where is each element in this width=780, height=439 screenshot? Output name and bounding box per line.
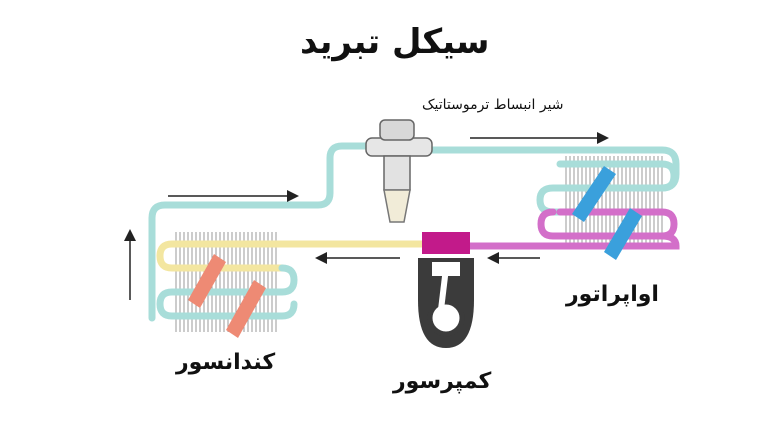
evaporator-airflow-arrows xyxy=(572,166,642,260)
piston-compressor-icon xyxy=(418,232,474,348)
diagram-title: سیکل تبرید xyxy=(300,22,490,62)
condenser-label: کندانسور xyxy=(176,350,276,375)
expansion-valve-icon xyxy=(365,119,433,223)
evaporator-fins xyxy=(565,156,663,244)
suction-line xyxy=(466,232,680,250)
evaporator-coil-top xyxy=(556,160,678,192)
evaporator-label: اواپراتور xyxy=(566,282,659,307)
condenser-coil-hot xyxy=(156,240,434,272)
compressor-label: کمپرسور xyxy=(393,369,492,394)
condenser-coil-lower xyxy=(156,264,298,320)
expansion-valve-label: شیر انبساط ترموستاتیک xyxy=(422,97,564,113)
condenser-airflow-arrows xyxy=(188,254,266,338)
